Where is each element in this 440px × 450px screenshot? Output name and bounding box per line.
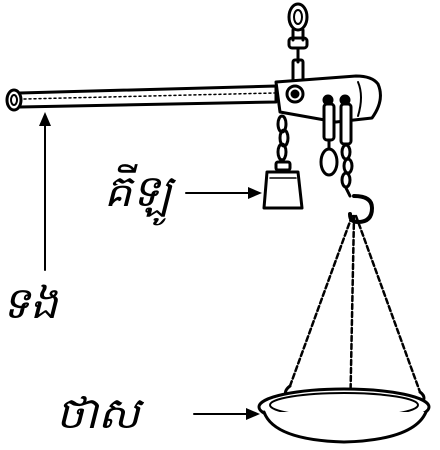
label-beam: ទង [2, 282, 58, 326]
beam-bar [7, 86, 276, 110]
arrows [45, 120, 252, 414]
beam-arrowhead [39, 112, 51, 126]
weighing-pan [259, 389, 429, 442]
pan-arrowhead [246, 408, 260, 420]
pan-hanger [341, 104, 372, 222]
weight-arrowhead [248, 187, 262, 199]
label-pan: ថាស [56, 392, 140, 436]
label-weight: គីឡូ [104, 170, 172, 214]
counterweight [264, 162, 302, 208]
middle-ring [321, 104, 337, 175]
